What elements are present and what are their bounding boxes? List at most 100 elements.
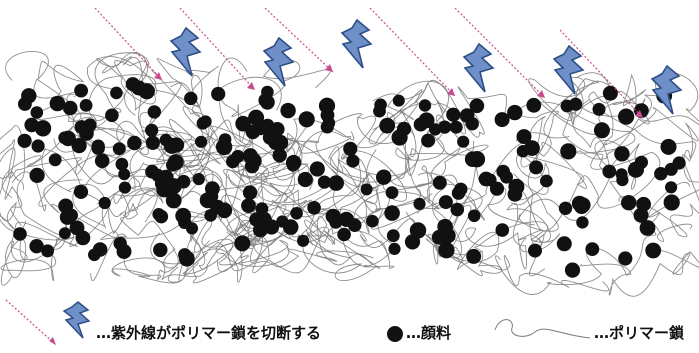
pigment-dot bbox=[392, 94, 405, 107]
pigment-dot bbox=[98, 196, 111, 210]
uv-ray-1 bbox=[94, 7, 202, 81]
polymer-chain bbox=[425, 221, 548, 277]
pigment-dot bbox=[290, 207, 303, 220]
pigment-dot bbox=[413, 117, 428, 132]
pigment-dot bbox=[438, 242, 455, 259]
pigment-dot bbox=[147, 105, 161, 119]
lightning-bolt-icon bbox=[340, 18, 373, 69]
pigment-dot bbox=[211, 86, 226, 102]
pigment-dot bbox=[494, 112, 510, 128]
polymer-chain bbox=[88, 52, 157, 121]
pigment-dot bbox=[112, 142, 126, 156]
polymer-chain bbox=[0, 221, 78, 286]
legend-uv-icon bbox=[5, 299, 91, 346]
pigment-dot bbox=[317, 175, 331, 189]
pigment-dot bbox=[346, 154, 360, 168]
pigment-dot bbox=[396, 121, 412, 136]
uv-ray-4 bbox=[369, 7, 495, 97]
pigment-dot bbox=[309, 161, 325, 177]
pigment-dot bbox=[17, 133, 32, 148]
pigment-dot bbox=[592, 102, 606, 116]
pigment-dot bbox=[576, 216, 589, 229]
pigment-dot bbox=[297, 234, 310, 247]
pigment-dot bbox=[272, 134, 289, 151]
pigment-dot bbox=[260, 94, 275, 110]
polymer-chain bbox=[331, 172, 486, 269]
pigment-dot bbox=[153, 242, 168, 258]
pigment-dot bbox=[618, 251, 633, 266]
pigment-dot bbox=[500, 170, 513, 184]
pigment-dot bbox=[165, 178, 182, 195]
pigment-dot bbox=[322, 116, 336, 130]
pigment-dot bbox=[654, 167, 668, 181]
pigment-dot bbox=[585, 242, 600, 256]
pigment-dot bbox=[379, 117, 396, 134]
pigment-dot bbox=[615, 168, 628, 181]
pigment-dot bbox=[446, 107, 461, 122]
pigment-dot bbox=[118, 181, 131, 194]
polymer-chain bbox=[228, 167, 380, 282]
pigment-dot bbox=[574, 199, 590, 215]
pigment-dot bbox=[192, 173, 205, 186]
pigment-dot bbox=[388, 242, 401, 255]
pigment-dot bbox=[118, 168, 131, 181]
pigment-dot bbox=[297, 171, 313, 188]
pigment-dot bbox=[454, 182, 468, 196]
pigment-dot bbox=[373, 104, 386, 118]
pigment-dot bbox=[307, 201, 321, 215]
pigment-dot bbox=[529, 160, 544, 175]
polymer-chain bbox=[327, 146, 463, 259]
pigment-dot bbox=[469, 98, 485, 114]
pigment-dot bbox=[634, 155, 649, 169]
pigment-dot bbox=[385, 186, 399, 200]
polymer-chain bbox=[340, 115, 459, 209]
pigment-dot bbox=[226, 154, 240, 169]
pigment-dot bbox=[261, 85, 274, 99]
pigment-dot bbox=[325, 208, 341, 224]
pigment-dot bbox=[569, 97, 583, 111]
pigment-dot bbox=[438, 120, 452, 134]
pigment-dot bbox=[125, 77, 140, 92]
pigment-dot bbox=[29, 239, 44, 254]
lightning-bolt-icon bbox=[262, 36, 295, 87]
pigment-dot bbox=[467, 209, 481, 223]
pigment-dot bbox=[564, 262, 581, 278]
pigment-dot bbox=[337, 227, 351, 242]
pigment-dot bbox=[127, 135, 142, 151]
legend-pigment-dot-icon bbox=[387, 326, 403, 342]
pigment-dot bbox=[558, 201, 573, 215]
legend-uv-label: …紫外線がポリマー鎖を切断する bbox=[96, 324, 322, 342]
pigment-dot bbox=[516, 129, 532, 145]
pigment-dot bbox=[241, 198, 256, 214]
polymer-chain bbox=[111, 234, 239, 284]
pigment-dot bbox=[507, 104, 523, 121]
pigment-dot bbox=[178, 215, 192, 229]
polymer-chain bbox=[562, 96, 610, 174]
pigment-dot bbox=[384, 205, 400, 221]
pigment-dot bbox=[421, 133, 436, 148]
pigment-dot bbox=[449, 120, 463, 134]
pigment-dot bbox=[280, 102, 296, 119]
lightning-bolt-icon bbox=[650, 64, 683, 115]
polymer-chain bbox=[96, 52, 156, 129]
polymer-chain bbox=[11, 148, 147, 230]
pigment-dot bbox=[404, 234, 421, 250]
uv-ray-6 bbox=[559, 29, 683, 119]
pigment-dot bbox=[465, 117, 479, 131]
polymer-chain bbox=[495, 220, 693, 295]
lightning-bolt-icon bbox=[462, 42, 495, 93]
pigment-dot bbox=[540, 174, 553, 188]
pigment-dot bbox=[602, 85, 618, 101]
pigment-dot bbox=[18, 97, 32, 111]
pigment-dot bbox=[79, 126, 94, 141]
polymer-chain bbox=[0, 117, 124, 182]
pigment-dot bbox=[31, 139, 45, 153]
pigment-dot bbox=[560, 143, 577, 160]
pigment-dot bbox=[483, 173, 497, 187]
legend-polymer-label: …ポリマー鎖 bbox=[594, 324, 685, 342]
pigment-dot bbox=[92, 242, 108, 257]
pigment-dot bbox=[74, 83, 88, 98]
pigment-dot bbox=[204, 209, 217, 222]
polymer-chain bbox=[129, 136, 211, 223]
